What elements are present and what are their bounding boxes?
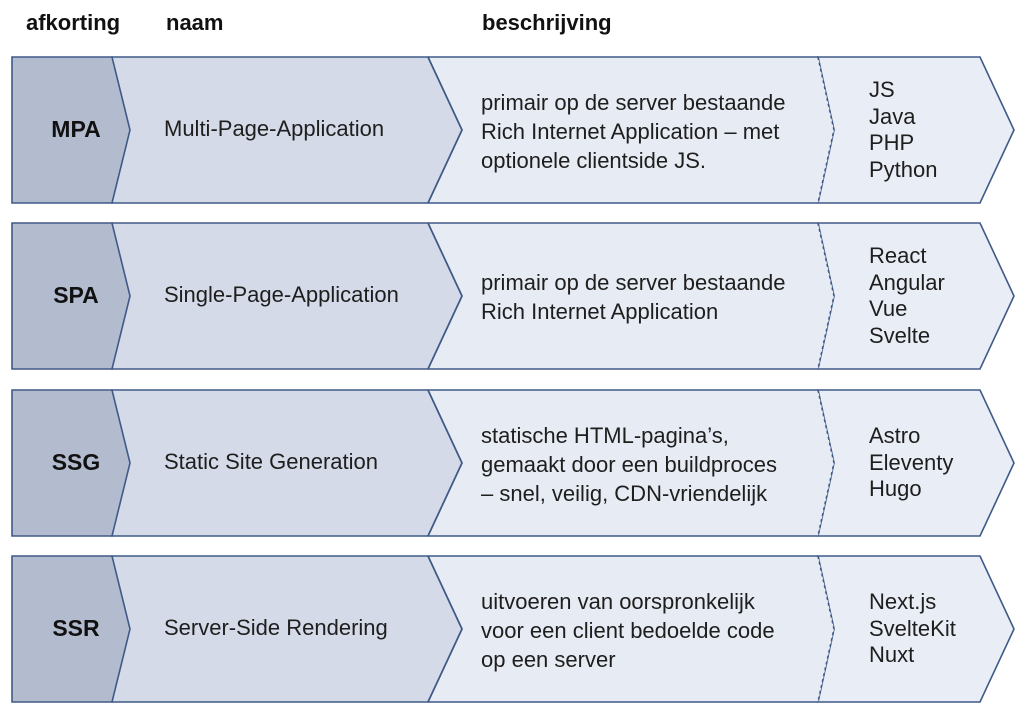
abbreviation-segment	[11, 389, 131, 537]
row-technologies-line: React	[869, 243, 927, 268]
row-technologies-line: Svelte	[869, 322, 931, 348]
row-description: statische HTML-pagina’s, gemaakt door een…	[481, 421, 777, 508]
row-name: Multi-Page-Application	[164, 116, 385, 141]
row-description: uitvoeren van oorspronkelijk voor een cli…	[481, 587, 775, 674]
row-description-line: op een server	[481, 646, 616, 672]
row-description-line: voor een client bedoelde code	[481, 617, 775, 643]
abbreviation-segment	[11, 555, 131, 703]
row-technologies-line: Nuxt	[869, 642, 915, 668]
header-name: naam	[166, 10, 224, 35]
row-name: Server-Side Rendering	[164, 615, 388, 640]
description-segment	[428, 556, 834, 702]
name-desc-chevron	[427, 555, 463, 703]
row-description-line: statische HTML-pagina’s,	[481, 422, 729, 448]
row-technologies-line: Next.js	[869, 589, 937, 615]
name-desc-chevron	[427, 389, 463, 537]
row-technologies-line: Vue	[869, 296, 908, 321]
row-abbreviation: MPA	[51, 116, 101, 142]
description-segment	[428, 223, 834, 369]
row-description-line: gemaakt door een buildproces	[481, 451, 777, 477]
row-description-line: uitvoeren van oorspronkelijk	[481, 588, 755, 614]
row-technologies-line: SvelteKit	[869, 615, 956, 641]
row-technologies-line: JS	[869, 77, 895, 102]
row-name: Static Site Generation	[164, 449, 379, 474]
row-abbreviation: SSR	[52, 615, 100, 641]
abbreviation-segment	[11, 222, 131, 370]
header-desc: beschrijving	[482, 10, 612, 35]
description-segment	[428, 390, 834, 536]
desc-tech-chevron-dashed	[817, 56, 835, 204]
desc-tech-chevron-dashed	[817, 389, 835, 537]
desc-tech-chevron-dashed	[817, 222, 835, 370]
description-segment	[428, 57, 834, 203]
row-technologies-line: Angular	[869, 269, 945, 295]
row-name: Single-Page-Application	[164, 282, 399, 307]
abbreviation-segment	[11, 56, 131, 204]
row-technologies-line: PHP	[869, 130, 915, 155]
row-description-line: Rich Internet Application – met	[481, 118, 780, 144]
row-description-line: optionele clientside JS.	[481, 147, 707, 173]
name-desc-chevron	[427, 56, 463, 204]
row-technologies-line: Python	[869, 156, 938, 182]
header-abbr: afkorting	[26, 10, 121, 35]
row-description-line: – snel, veilig, CDN-vriendelijk	[481, 480, 768, 506]
row-description-line: Rich Internet Application	[481, 299, 719, 324]
row-abbreviation: SPA	[53, 282, 99, 308]
row-technologies-line: Hugo	[869, 476, 922, 502]
row-abbreviation: SSG	[51, 449, 101, 475]
row-description-line: primair op de server bestaande	[481, 270, 786, 295]
row-description-line: primair op de server bestaande	[481, 89, 786, 115]
row-technologies-line: Java	[869, 103, 916, 129]
row-technologies-line: Eleventy	[869, 449, 954, 475]
row-technologies-line: Astro	[869, 423, 921, 449]
desc-tech-chevron-dashed	[817, 555, 835, 703]
name-desc-chevron	[427, 222, 463, 370]
